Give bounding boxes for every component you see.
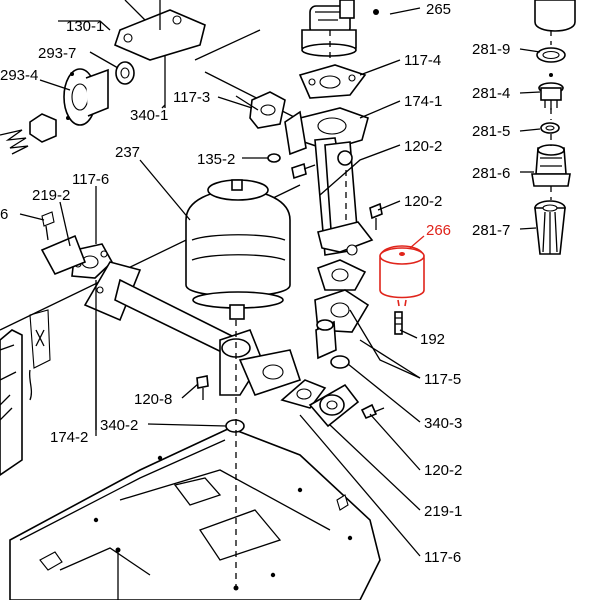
- label-293-4: 293-4: [0, 67, 38, 84]
- base-plate: [9, 427, 381, 600]
- part-219-1-flange: [280, 379, 360, 428]
- part-120-8-screw: [196, 375, 209, 400]
- label-266: 266: [426, 222, 451, 239]
- label-340-2: 340-2: [100, 417, 138, 434]
- label-120-8: 120-8: [134, 391, 172, 408]
- part-117-5-gaskets: [314, 259, 370, 360]
- part-281-9-washer: [536, 47, 566, 63]
- label-293-7: 293-7: [38, 45, 76, 62]
- part-120-2-screw-lower: [360, 403, 385, 420]
- part-labels: 130-1 265 281-9 293-7 117-4 293-4 281-4 …: [0, 1, 510, 566]
- label-117-3: 117-3: [173, 89, 210, 106]
- label-281-4: 281-4: [472, 85, 510, 102]
- part-120-2-screw-upper: [369, 202, 383, 230]
- part-237-tank: [185, 179, 291, 320]
- label-117-4: 117-4: [404, 52, 441, 69]
- label-120-2-mid: 120-2: [404, 193, 442, 210]
- part-281-4-connector: [538, 73, 564, 110]
- label-281-7: 281-7: [472, 222, 510, 239]
- label-117-5: 117-5: [424, 371, 461, 388]
- label-237: 237: [115, 144, 140, 161]
- label-117-6-left: 117-6: [72, 171, 109, 188]
- part-340-2-ring: [225, 419, 245, 433]
- label-219-2: 219-2: [32, 187, 70, 204]
- part-117-4-gasket: [298, 64, 367, 99]
- part-281-7-filter: [534, 200, 566, 255]
- label-130-1: 130-1: [66, 18, 104, 35]
- label-340-1: 340-1: [130, 107, 168, 124]
- label-340-3: 340-3: [424, 415, 462, 432]
- part-174-1-pipe: [284, 107, 374, 256]
- part-192-pin: [394, 311, 403, 335]
- part-281-5-washer: [540, 122, 560, 134]
- label-174-2: 174-2: [50, 429, 88, 446]
- label-117-6-bottom: 117-6: [424, 549, 461, 566]
- base-screws: [115, 547, 239, 600]
- part-293-4-flange: [29, 68, 109, 143]
- part-293-7-ring: [115, 61, 135, 85]
- spring-part: [0, 129, 29, 155]
- label-281-9: 281-9: [472, 41, 510, 58]
- label-219-1: 219-1: [424, 503, 462, 520]
- label-281-5: 281-5: [472, 123, 510, 140]
- part-281-top: [534, 0, 576, 32]
- part-219-2-flange: [40, 211, 87, 276]
- part-266-highlighted: [379, 245, 425, 307]
- label-192: 192: [420, 331, 445, 348]
- label-265: 265: [426, 1, 451, 18]
- part-117-3-gasket: [235, 91, 286, 129]
- label-6: 6: [0, 206, 8, 223]
- left-equipment-box: [0, 309, 51, 476]
- label-120-2-top: 120-2: [404, 138, 442, 155]
- leader-lines: [19, 7, 541, 557]
- part-130-1: [114, 0, 206, 61]
- label-135-2: 135-2: [197, 151, 235, 168]
- part-265-valve: [301, 0, 379, 57]
- part-281-6-fitting: [531, 144, 571, 187]
- part-174-2-pipe: [83, 261, 302, 396]
- part-135-2-washer: [267, 153, 316, 180]
- label-281-6: 281-6: [472, 165, 510, 182]
- part-340-3-ring: [330, 355, 350, 369]
- label-174-1: 174-1: [404, 93, 442, 110]
- label-120-2-bottom: 120-2: [424, 462, 462, 479]
